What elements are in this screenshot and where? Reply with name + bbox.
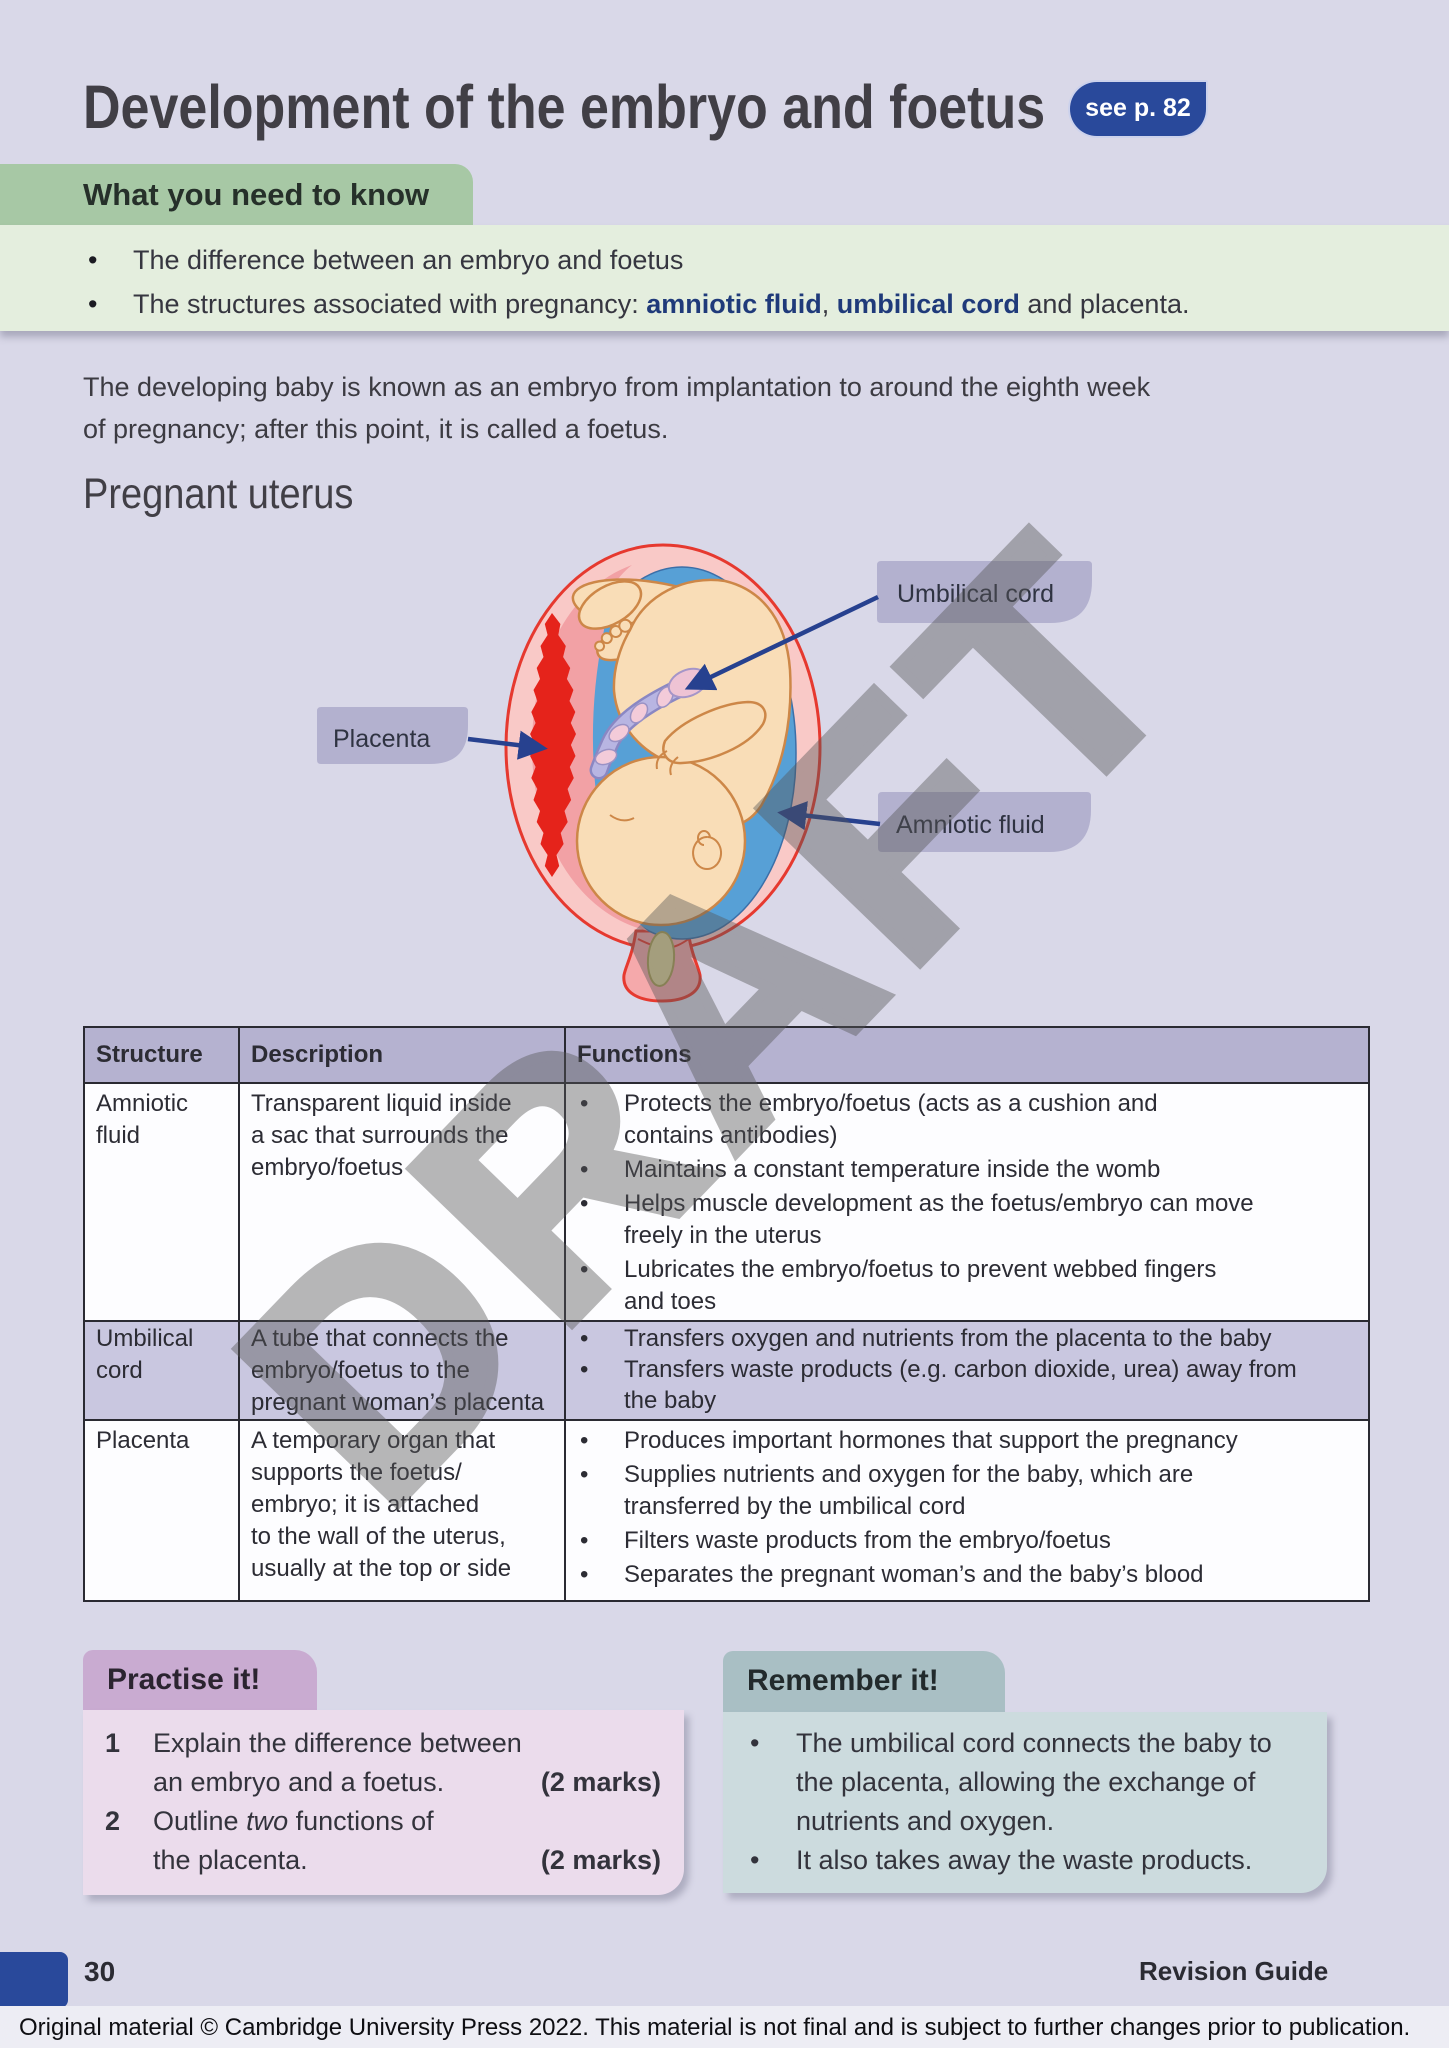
svg-text:Amniotic fluid: Amniotic fluid: [896, 811, 1045, 839]
svg-text:Umbilical cord: Umbilical cord: [897, 580, 1054, 608]
svg-text:Placenta: Placenta: [333, 725, 430, 753]
